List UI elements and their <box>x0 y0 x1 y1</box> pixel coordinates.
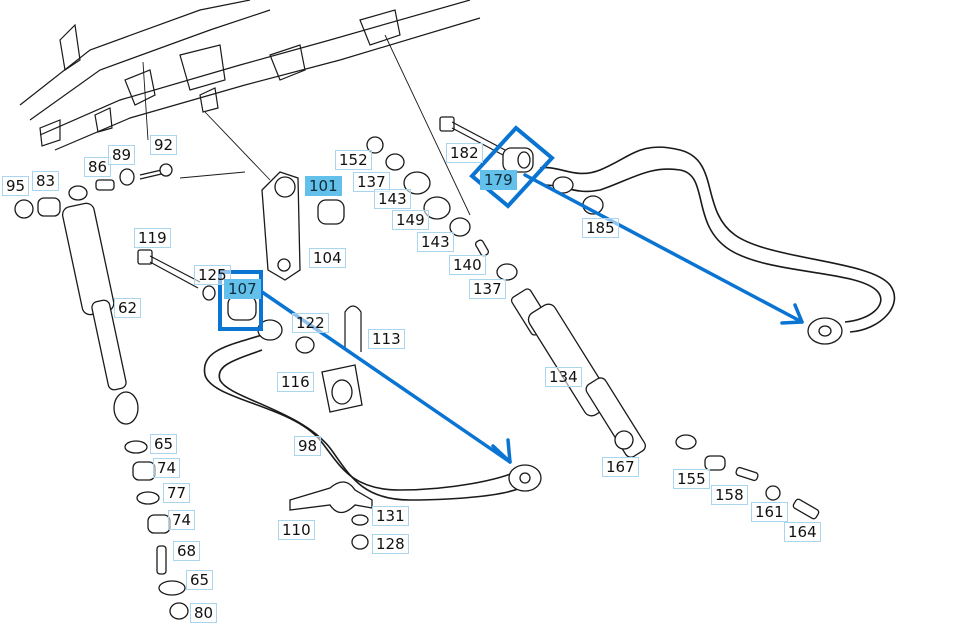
part-label-140: 140 <box>449 255 486 275</box>
part-label-167: 167 <box>602 457 639 477</box>
part-label-65-upper: 65 <box>150 434 178 454</box>
part-label-110: 110 <box>278 520 315 540</box>
part-label-65-lower: 65 <box>186 570 214 590</box>
bushing-107 <box>227 295 257 321</box>
washer-stack-center <box>366 136 518 281</box>
part-label-95: 95 <box>2 176 30 196</box>
part-label-68: 68 <box>173 541 201 561</box>
bushing-179 <box>502 147 534 173</box>
stabilizer-bar-right <box>539 146 896 345</box>
part-label-137-upper: 137 <box>353 172 390 192</box>
part-label-125: 125 <box>194 265 231 285</box>
part-label-143-upper: 143 <box>374 189 411 209</box>
part-label-158: 158 <box>711 485 748 505</box>
part-label-83: 83 <box>32 171 60 191</box>
part-label-119: 119 <box>134 228 171 248</box>
part-label-128: 128 <box>372 534 409 554</box>
mount-stack-left-lower <box>124 440 189 620</box>
part-label-149: 149 <box>392 210 429 230</box>
part-label-80: 80 <box>190 603 218 623</box>
part-label-89: 89 <box>108 145 136 165</box>
bolt-182 <box>439 116 506 156</box>
vehicle-frame <box>19 0 481 151</box>
part-label-104: 104 <box>309 248 346 268</box>
part-label-185: 185 <box>582 218 619 238</box>
part-label-134: 134 <box>545 367 582 387</box>
arrow-179-to-bar-end <box>523 173 804 324</box>
part-label-92: 92 <box>150 135 178 155</box>
part-label-107: 107 <box>224 279 261 299</box>
part-label-137-lower: 137 <box>469 279 506 299</box>
mount-bracket-110 <box>289 481 373 550</box>
part-label-131: 131 <box>372 506 409 526</box>
part-label-152: 152 <box>335 150 372 170</box>
u-bolt-clamp <box>295 305 363 413</box>
part-label-101: 101 <box>305 176 342 196</box>
arrowhead-107 <box>491 438 512 464</box>
part-label-86: 86 <box>84 157 112 177</box>
part-label-98: 98 <box>294 436 322 456</box>
part-label-161: 161 <box>751 502 788 522</box>
part-label-77: 77 <box>163 483 191 503</box>
part-label-116: 116 <box>277 372 314 392</box>
part-label-179: 179 <box>480 170 517 190</box>
part-label-113: 113 <box>368 329 405 349</box>
part-label-74-upper: 74 <box>153 458 181 478</box>
shock-mount-hardware-right <box>704 455 820 520</box>
frame-bracket <box>261 171 345 281</box>
part-label-182: 182 <box>446 143 483 163</box>
shock-absorber-right <box>510 288 697 458</box>
part-label-155: 155 <box>673 469 710 489</box>
bushing-stack-top-left <box>14 163 173 219</box>
shock-absorber-left <box>61 185 139 425</box>
part-label-74-lower: 74 <box>168 510 196 530</box>
highlight-annotations <box>218 125 804 464</box>
arrowhead-179 <box>780 303 804 325</box>
highlight-box-107 <box>218 270 263 331</box>
part-label-62: 62 <box>114 298 142 318</box>
part-label-143-lower: 143 <box>417 232 454 252</box>
highlight-box-179 <box>469 125 555 209</box>
leader-lines <box>142 34 471 216</box>
part-label-122: 122 <box>292 313 329 333</box>
part-label-164: 164 <box>784 522 821 542</box>
bolt-119 <box>137 249 216 301</box>
